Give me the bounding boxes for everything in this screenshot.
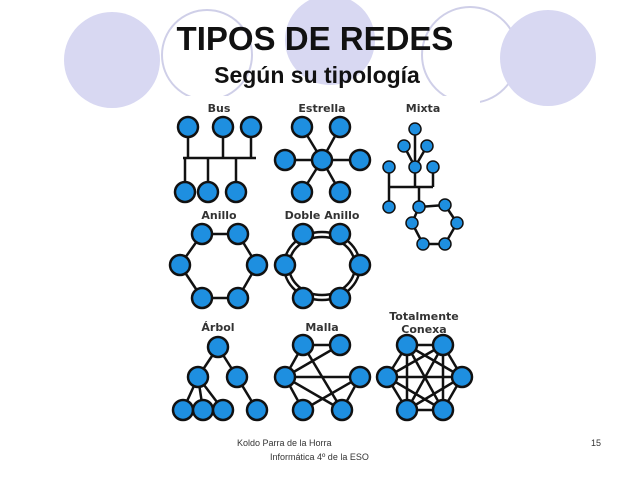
node bbox=[211, 115, 235, 139]
label-doble-anillo: Doble Anillo bbox=[285, 209, 360, 222]
footer-author: Koldo Parra de la Horra bbox=[237, 438, 332, 448]
node bbox=[348, 365, 372, 389]
node bbox=[186, 365, 210, 389]
node bbox=[291, 333, 315, 357]
slide-subtitle: Según su tipología bbox=[214, 62, 420, 88]
node bbox=[450, 216, 464, 230]
node bbox=[176, 115, 200, 139]
node bbox=[226, 286, 250, 310]
node bbox=[330, 398, 354, 422]
node bbox=[245, 253, 269, 277]
node bbox=[224, 180, 248, 204]
node bbox=[291, 222, 315, 246]
node bbox=[408, 160, 422, 174]
node bbox=[245, 398, 269, 422]
node bbox=[206, 335, 230, 359]
footer-course: Informática 4º de la ESO bbox=[270, 452, 369, 462]
node bbox=[420, 139, 434, 153]
node bbox=[171, 398, 195, 422]
node bbox=[273, 253, 297, 277]
label-malla: Malla bbox=[305, 321, 338, 334]
node bbox=[173, 180, 197, 204]
node bbox=[328, 222, 352, 246]
node bbox=[211, 398, 235, 422]
node bbox=[239, 115, 263, 139]
node bbox=[310, 148, 334, 172]
node bbox=[395, 333, 419, 357]
label-estrella: Estrella bbox=[298, 102, 345, 115]
node bbox=[191, 398, 215, 422]
node bbox=[168, 253, 192, 277]
node bbox=[375, 365, 399, 389]
node bbox=[328, 180, 352, 204]
slide-title: TIPOS DE REDES bbox=[176, 20, 454, 57]
node bbox=[438, 237, 452, 251]
node bbox=[438, 198, 452, 212]
label-bus: Bus bbox=[208, 102, 231, 115]
node bbox=[328, 286, 352, 310]
node bbox=[408, 122, 422, 136]
node bbox=[412, 200, 426, 214]
page-number: 15 bbox=[591, 438, 602, 448]
node bbox=[431, 398, 455, 422]
node bbox=[328, 333, 352, 357]
label-arbol: Árbol bbox=[201, 321, 234, 334]
node bbox=[291, 286, 315, 310]
node bbox=[273, 365, 297, 389]
node bbox=[426, 160, 440, 174]
label-conexa: Conexa bbox=[401, 323, 446, 336]
label-anillo: Anillo bbox=[201, 209, 237, 222]
node bbox=[395, 398, 419, 422]
node bbox=[328, 115, 352, 139]
label-mixta: Mixta bbox=[406, 102, 441, 115]
node bbox=[450, 365, 474, 389]
node bbox=[382, 200, 396, 214]
node bbox=[225, 365, 249, 389]
node bbox=[290, 180, 314, 204]
node bbox=[397, 139, 411, 153]
node bbox=[405, 216, 419, 230]
node bbox=[416, 237, 430, 251]
node bbox=[190, 222, 214, 246]
node bbox=[348, 253, 372, 277]
node bbox=[382, 160, 396, 174]
node bbox=[273, 148, 297, 172]
node bbox=[196, 180, 220, 204]
node bbox=[431, 333, 455, 357]
node bbox=[291, 398, 315, 422]
node bbox=[226, 222, 250, 246]
node bbox=[290, 115, 314, 139]
node bbox=[190, 286, 214, 310]
label-totalmente: Totalmente bbox=[389, 310, 459, 323]
node bbox=[348, 148, 372, 172]
